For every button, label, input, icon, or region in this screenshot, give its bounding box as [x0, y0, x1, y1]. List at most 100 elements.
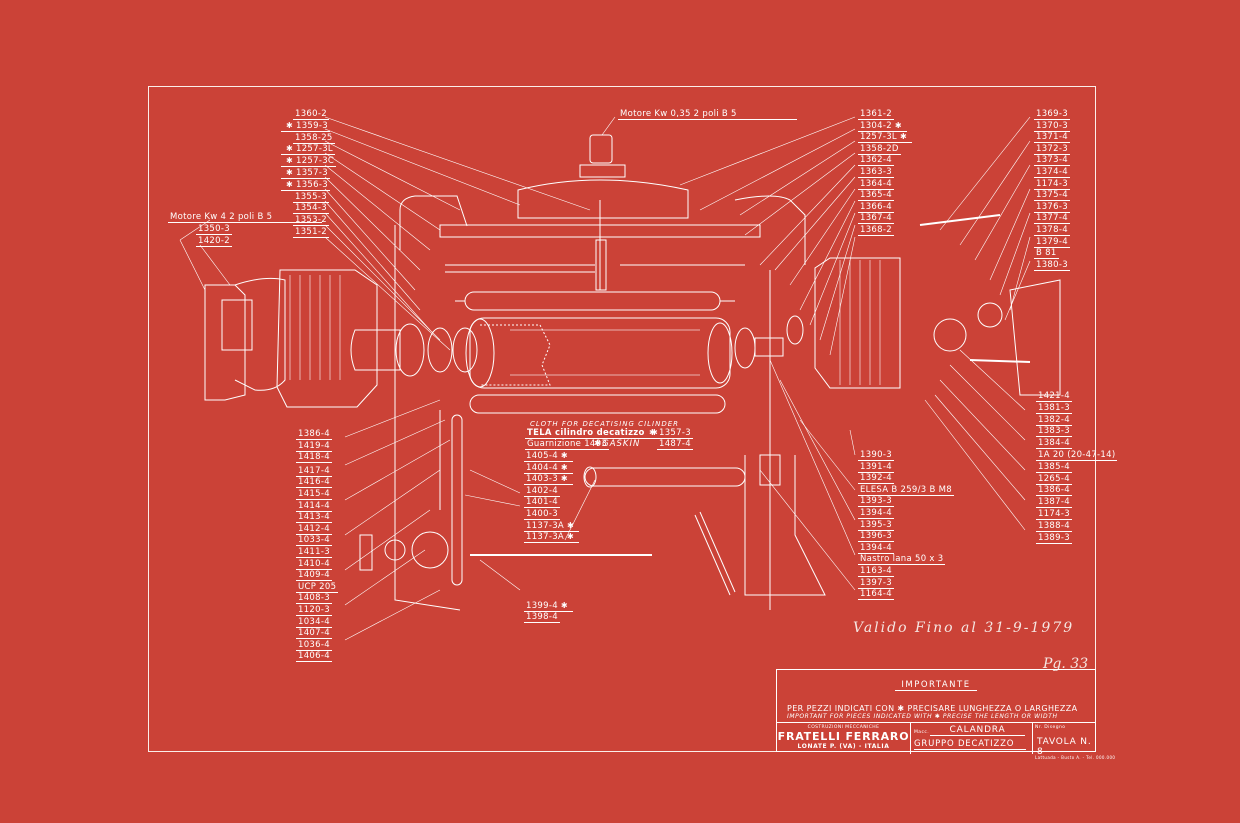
part-label: ✱1359-3	[281, 121, 330, 132]
manufacturer-cell: COSTRUZIONI MECCANICHE FRATELLI FERRARO …	[777, 723, 911, 754]
part-code: 1373-4	[1036, 155, 1068, 166]
part-code: 1408-3	[298, 593, 330, 604]
part-label: 1355-3	[293, 192, 329, 203]
part-code: 1257-3C	[296, 156, 335, 167]
part-code: 1394-4	[860, 542, 892, 553]
part-code: 1417-4	[298, 465, 330, 476]
part-label: ✱1257-3C	[281, 156, 337, 168]
machine-label: Macc.	[914, 730, 930, 735]
part-label: 1120-3	[296, 605, 332, 616]
part-label: 1420-2	[196, 236, 232, 247]
part-label: 1368-2	[858, 225, 894, 236]
part-code: 1163-4	[860, 566, 892, 576]
part-label: 1387-4	[1036, 497, 1072, 509]
part-code: 1033-4	[298, 535, 330, 546]
part-code: 1174-3	[1038, 509, 1070, 519]
part-code: 1354-3	[295, 203, 327, 214]
star-marker-icon: ✱	[286, 156, 294, 166]
top-motor-label: Motore Kw 0,35 2 poli B 5	[618, 109, 797, 120]
part-label: 1385-4	[1036, 462, 1072, 473]
part-label: 1389-3	[1036, 533, 1072, 544]
part-code: 1374-4	[1036, 167, 1068, 177]
star-marker-icon: ✱	[286, 144, 294, 154]
part-code: 1377-4	[1036, 213, 1068, 224]
part-label: 1396-3	[858, 531, 894, 543]
part-code: 1413-4	[298, 512, 330, 523]
part-label: 1374-4	[1034, 167, 1070, 178]
important-note-english: IMPORTANT FOR PIECES INDICATED WITH ✱ PR…	[787, 713, 1058, 720]
part-code: 1419-4	[298, 440, 330, 451]
part-label: ✱1357-3	[281, 168, 330, 179]
part-code: 1383-3	[1038, 426, 1070, 437]
part-code: 1366-4	[860, 201, 892, 212]
part-code: 1395-3	[860, 519, 892, 530]
part-label: 1137-3A✱	[524, 532, 580, 544]
part-label: 1370-3	[1034, 121, 1070, 132]
part-label: 1351-2	[293, 227, 329, 238]
part-code: 1358-2D	[860, 143, 899, 154]
right-gearbox	[814, 214, 1061, 396]
star-marker-icon: ✱	[899, 132, 907, 142]
part-label: 1399-4✱	[524, 601, 573, 612]
part-label: 1405-4✱	[524, 451, 573, 462]
drawing-number-label: Nr. Disegno	[1035, 725, 1066, 730]
star-marker-icon: ✱	[560, 474, 568, 484]
part-code: 1371-4	[1036, 132, 1068, 143]
star-marker-icon: ✱	[286, 120, 294, 130]
part-code: 1174-3	[1036, 178, 1068, 189]
title-block: IMPORTANTE PER PEZZI INDICATI CON ✱ PREC…	[776, 669, 1096, 757]
manufacturer-location: LONATE P. (VA) - ITALIA	[797, 743, 890, 750]
part-code: 1380-3	[1036, 259, 1068, 270]
part-code: 1355-3	[295, 191, 327, 202]
part-label: 1386-4	[296, 429, 332, 440]
part-code: 1257-3L	[296, 144, 333, 155]
part-code: 1372-3	[1036, 143, 1068, 154]
group-name: GRUPPO DECATIZZO	[914, 739, 1026, 750]
part-label: 1421-4	[1036, 391, 1072, 402]
important-heading: IMPORTANTE	[777, 680, 1095, 691]
part-label: 1386-4	[1036, 485, 1072, 497]
part-code: UCP 205	[298, 581, 337, 592]
part-code: 1265-4	[1038, 473, 1070, 484]
part-label: 1391-4	[858, 462, 894, 473]
part-label: 1412-4	[296, 524, 332, 535]
part-code: 1409-4	[298, 570, 330, 581]
validity-note: Valido Fino al 31-9-1979	[853, 620, 1075, 636]
part-code: 1407-4	[298, 628, 330, 639]
part-label: Nastro lana 50 x 3	[858, 554, 946, 566]
part-label: 1410-4	[296, 559, 332, 570]
part-code: 1364-4	[860, 178, 892, 189]
star-marker-icon: ✱	[560, 451, 568, 460]
part-code: 1412-4	[298, 523, 330, 534]
part-code: 1399-4	[526, 600, 558, 611]
part-code: 1400-3	[526, 509, 558, 519]
part-code: 1410-4	[298, 558, 330, 569]
part-label: 1419-4	[296, 441, 332, 452]
part-code: 1414-4	[298, 500, 330, 511]
part-code: 1362-4	[860, 155, 892, 166]
part-label: 1380-3	[1034, 260, 1070, 271]
part-code: 1416-4	[298, 477, 330, 488]
machine-name: CALANDRA	[930, 725, 1025, 736]
part-code: 1361-2	[860, 109, 892, 119]
part-label: 1376-3	[1034, 202, 1070, 213]
top-motor-illustration	[517, 134, 689, 291]
part-label: 1417-4	[296, 466, 332, 477]
gasket-note-english: ✱GASKIN	[594, 439, 641, 449]
part-label: 1354-3	[293, 203, 329, 215]
part-code: B 81	[1036, 248, 1057, 259]
star-marker-icon: ✱	[567, 520, 575, 530]
part-code: 1036-4	[298, 639, 330, 650]
part-code: 1404-4	[526, 462, 558, 473]
part-label: 1033-4	[296, 535, 332, 547]
part-code: 1386-4	[1038, 485, 1070, 496]
part-code: 1376-3	[1036, 201, 1068, 212]
part-label: 1394-4	[858, 543, 894, 554]
part-code: 1353-2	[295, 215, 327, 226]
cloth-note-english: CLOTH FOR DECATISING CILINDER	[530, 420, 680, 428]
part-label: 1402-4	[524, 486, 560, 497]
part-code: 1392-4	[860, 473, 892, 484]
part-label: 1363-3	[858, 167, 894, 178]
part-code: 1396-3	[860, 531, 892, 542]
part-code: 1398-4	[526, 612, 558, 623]
